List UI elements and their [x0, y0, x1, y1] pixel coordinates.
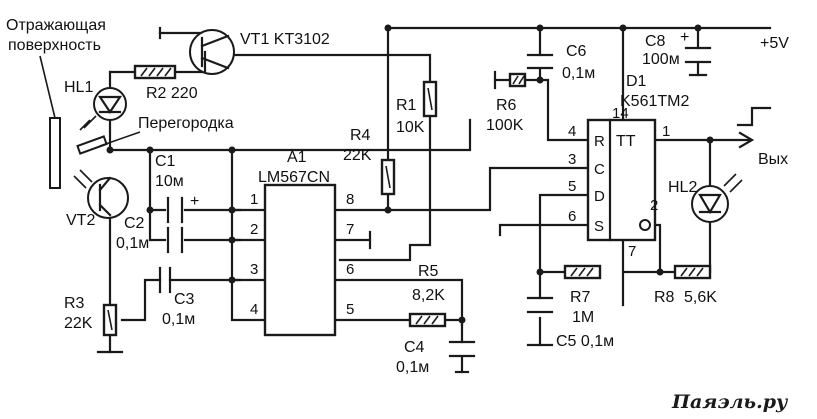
capacitor-c8: + C8 100м +5V [642, 29, 789, 77]
a1-pin6: 6 [346, 261, 354, 278]
c3-value: 0,1м [162, 311, 195, 328]
r2-label: R2 220 [146, 85, 198, 102]
d1-pin2: 2 [650, 197, 658, 214]
a1-pin7: 7 [346, 221, 354, 238]
a1-pin2: 2 [250, 221, 258, 238]
r3-value: 22K [64, 315, 93, 332]
d1-type: K561TM2 [620, 93, 689, 110]
hl2-label: HL2 [668, 179, 697, 196]
d1-pin5: 5 [568, 178, 576, 195]
c4-label: C4 [404, 339, 425, 356]
a1-pin8: 8 [346, 191, 354, 208]
d1-pin1: 1 [662, 123, 670, 140]
d1-pin3: 3 [568, 151, 576, 168]
d1-pin7: 7 [628, 243, 636, 260]
junction-dots [106, 24, 714, 324]
resistor-r7: R7 1M [563, 264, 602, 326]
c8-plus: + [680, 29, 689, 46]
supply-label: +5V [760, 35, 789, 52]
d1-label: D1 [626, 73, 647, 90]
a1-pin1: 1 [250, 191, 258, 208]
c6-label: C6 [566, 43, 587, 60]
c2-label: C2 [124, 215, 145, 232]
r5-value: 8,2K [412, 287, 445, 304]
divider-peregorodka: Перегородка [76, 115, 234, 155]
capacitor-c4: C4 0,1м [396, 339, 476, 376]
resistor-r4: R4 22K [343, 127, 396, 196]
c1-value: 10м [155, 173, 184, 190]
r1-value: 10K [396, 119, 425, 136]
d1-s: S [594, 218, 604, 235]
a1-type: LM567CN [258, 169, 330, 186]
a1-label: A1 [287, 149, 307, 166]
vt1-label: VT1 KT3102 [240, 31, 330, 48]
r3-label: R3 [64, 295, 85, 312]
resistor-r3: R3 22K [64, 295, 118, 337]
d1-pin6: 6 [568, 208, 576, 225]
c3-label: C3 [174, 291, 195, 308]
c8-value: 100м [642, 51, 680, 68]
capacitor-c5: C5 0,1м [526, 296, 614, 350]
watermark-text: Паяэль.ру [671, 391, 789, 413]
r4-label: R4 [350, 127, 371, 144]
watermark: Паяэль.ру [671, 391, 789, 413]
r5-label: R5 [418, 263, 439, 280]
d1-pin14: 14 [612, 105, 629, 122]
ic-a1: A1 LM567CN 1 2 3 4 8 7 6 5 [250, 149, 354, 337]
r7-value: 1M [572, 309, 594, 326]
d1-c: C [594, 161, 605, 178]
r1-label: R1 [396, 97, 417, 114]
c6-value: 0,1м [562, 65, 595, 82]
d1-pin4: 4 [568, 123, 576, 140]
ic-d1: D1 K561TM2 TT R C D S 14 4 3 5 6 7 1 2 [568, 73, 689, 260]
r7-label: R7 [570, 289, 591, 306]
d1-tt: TT [616, 133, 636, 150]
led-hl1: HL1 [64, 79, 127, 131]
c8-label: C8 [645, 33, 666, 50]
capacitor-c2: C2 0,1м [116, 215, 184, 254]
out-label: Вых [758, 151, 788, 168]
resistor-r1: R1 10K [396, 80, 438, 136]
c1-label: C1 [155, 153, 176, 170]
r8-value: 5,6K [684, 289, 717, 306]
transistor-vt1: VT1 KT3102 [189, 29, 330, 75]
c4-value: 0,1м [396, 359, 429, 376]
resistor-r8: R8 5,6K [654, 264, 717, 306]
capacitor-c6: C6 0,1м [526, 43, 595, 82]
phototransistor-vt2: VT2 [66, 169, 129, 229]
a1-pin5: 5 [346, 301, 354, 318]
d1-r: R [594, 133, 605, 150]
c1-plus: + [190, 193, 199, 210]
led-hl2: HL2 [668, 173, 743, 223]
a1-pin4: 4 [250, 301, 258, 318]
hl1-label: HL1 [64, 79, 93, 96]
r4-value: 22K [343, 147, 372, 164]
r8-label: R8 [654, 289, 675, 306]
reflective-surface-label-1: Отражающая [6, 17, 106, 34]
capacitor-c3: C3 0,1м [158, 266, 195, 328]
r6-value: 100K [486, 117, 524, 134]
r6-label: R6 [496, 97, 517, 114]
c5-label: C5 0,1м [556, 333, 614, 350]
reflective-surface: Отражающая поверхность [6, 17, 106, 189]
vt2-label: VT2 [66, 212, 95, 229]
capacitor-c1: + C1 10м [155, 153, 199, 224]
c2-value: 0,1м [116, 235, 149, 252]
peregorodka-label: Перегородка [138, 115, 234, 132]
resistor-r5: R5 8,2K [408, 263, 447, 328]
reflective-surface-label-2: поверхность [8, 37, 101, 54]
resistor-r2: R2 220 [133, 64, 198, 102]
a1-pin3: 3 [250, 261, 258, 278]
output: Вых [736, 106, 788, 168]
d1-d: D [594, 188, 605, 205]
resistor-r6: R6 100K [486, 72, 527, 134]
